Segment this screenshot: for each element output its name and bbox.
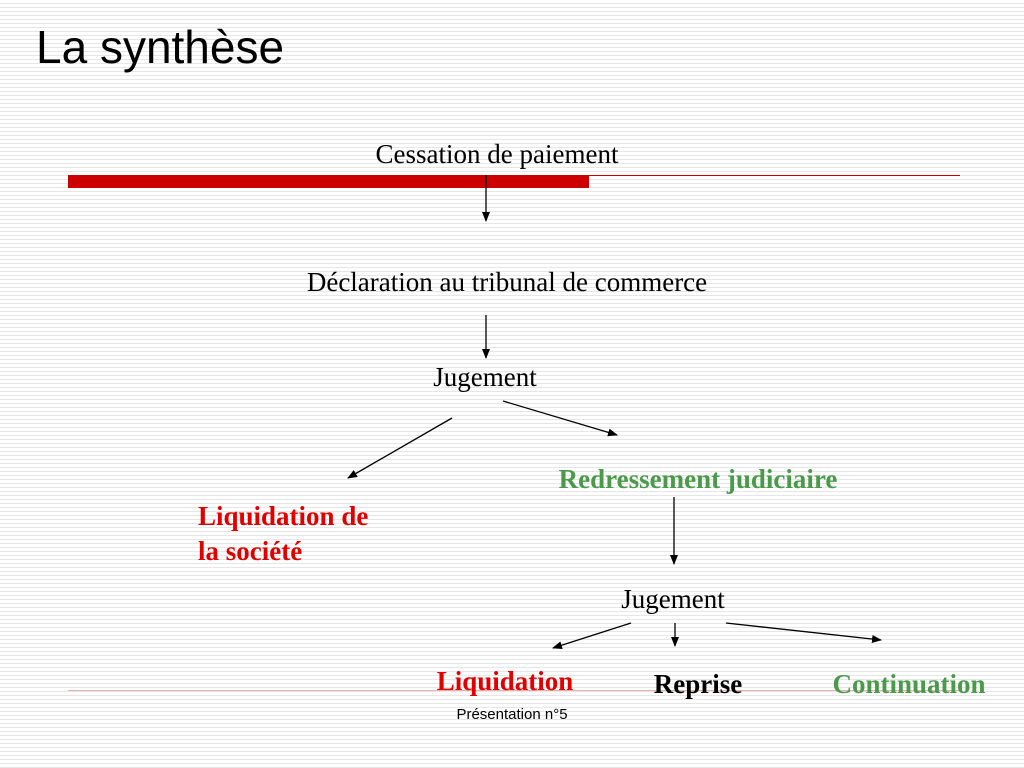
arrow-jugement-to-liquidation-societe (347, 417, 453, 479)
slide-title: La synthèse (36, 21, 285, 73)
arrow-jugement-to-liquidation (552, 622, 632, 650)
node-continuation: Continuation (832, 669, 986, 699)
node-jugement-2: Jugement (621, 584, 725, 614)
node-liquidation-societe: Liquidation de la société (198, 501, 369, 567)
node-cessation: Cessation de paiement (375, 139, 619, 169)
title-divider-thin (589, 175, 960, 176)
node-liquidation: Liquidation (436, 666, 574, 696)
node-declaration: Déclaration au tribunal de commerce (306, 267, 708, 297)
node-redressement: Redressement judiciaire (558, 464, 838, 494)
node-reprise: Reprise (653, 669, 743, 699)
footer-divider (68, 690, 960, 691)
title-divider-thick (68, 175, 589, 188)
arrow-jugement-to-continuation (725, 622, 882, 643)
arrow-jugement-to-redressement (502, 400, 618, 437)
slide-footer: Présentation n°5 (456, 706, 568, 723)
node-jugement-1: Jugement (433, 362, 537, 392)
